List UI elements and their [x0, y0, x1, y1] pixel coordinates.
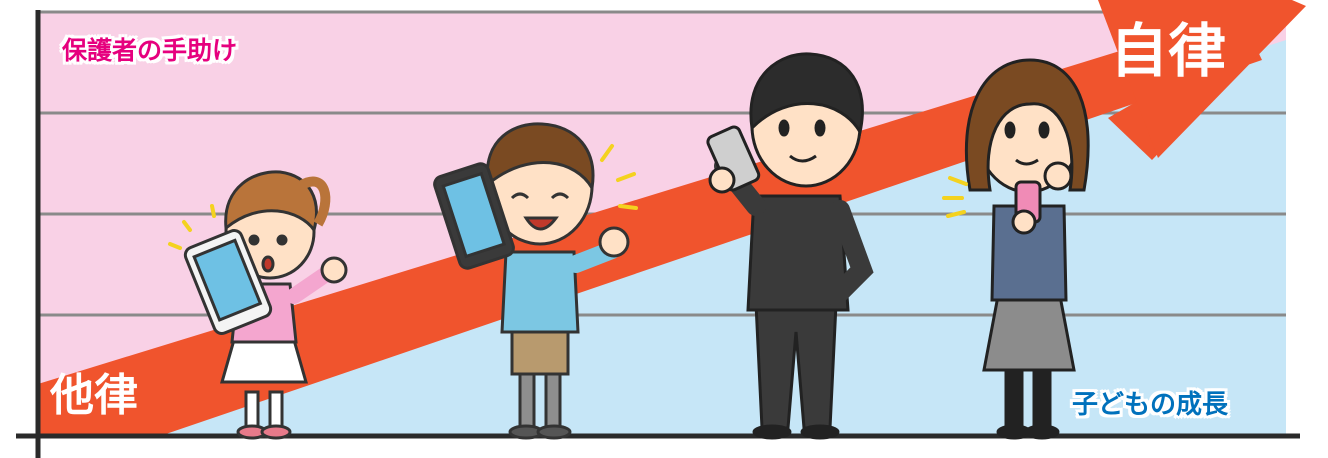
leg — [270, 392, 282, 430]
leg — [546, 372, 560, 428]
hand — [322, 258, 346, 282]
leg — [520, 372, 534, 428]
leg — [1034, 364, 1050, 430]
shorts — [512, 328, 568, 374]
eye — [1040, 123, 1048, 137]
heteronomy-label: 他律 — [50, 374, 138, 418]
hand — [710, 168, 734, 192]
hand — [1045, 163, 1071, 189]
hand — [1013, 211, 1035, 233]
eye — [250, 236, 258, 244]
eye — [278, 236, 286, 244]
shoe — [802, 426, 838, 438]
mouth — [263, 257, 273, 271]
child-growth-label: 子どもの成長 — [1072, 392, 1228, 418]
leg — [246, 392, 258, 430]
shirt — [502, 252, 578, 332]
autonomy-label: 自律 — [1110, 22, 1226, 80]
guardian-help-label: 保護者の手助け — [62, 38, 237, 63]
shoe — [1026, 426, 1058, 438]
leg — [1006, 364, 1022, 430]
eye — [816, 121, 824, 135]
shoe — [262, 426, 290, 438]
eye — [780, 121, 788, 135]
pleated-skirt — [984, 296, 1074, 370]
eye — [1006, 123, 1014, 137]
skirt — [222, 340, 306, 382]
shoe — [754, 426, 790, 438]
hand — [600, 228, 628, 256]
shoe — [538, 426, 570, 438]
